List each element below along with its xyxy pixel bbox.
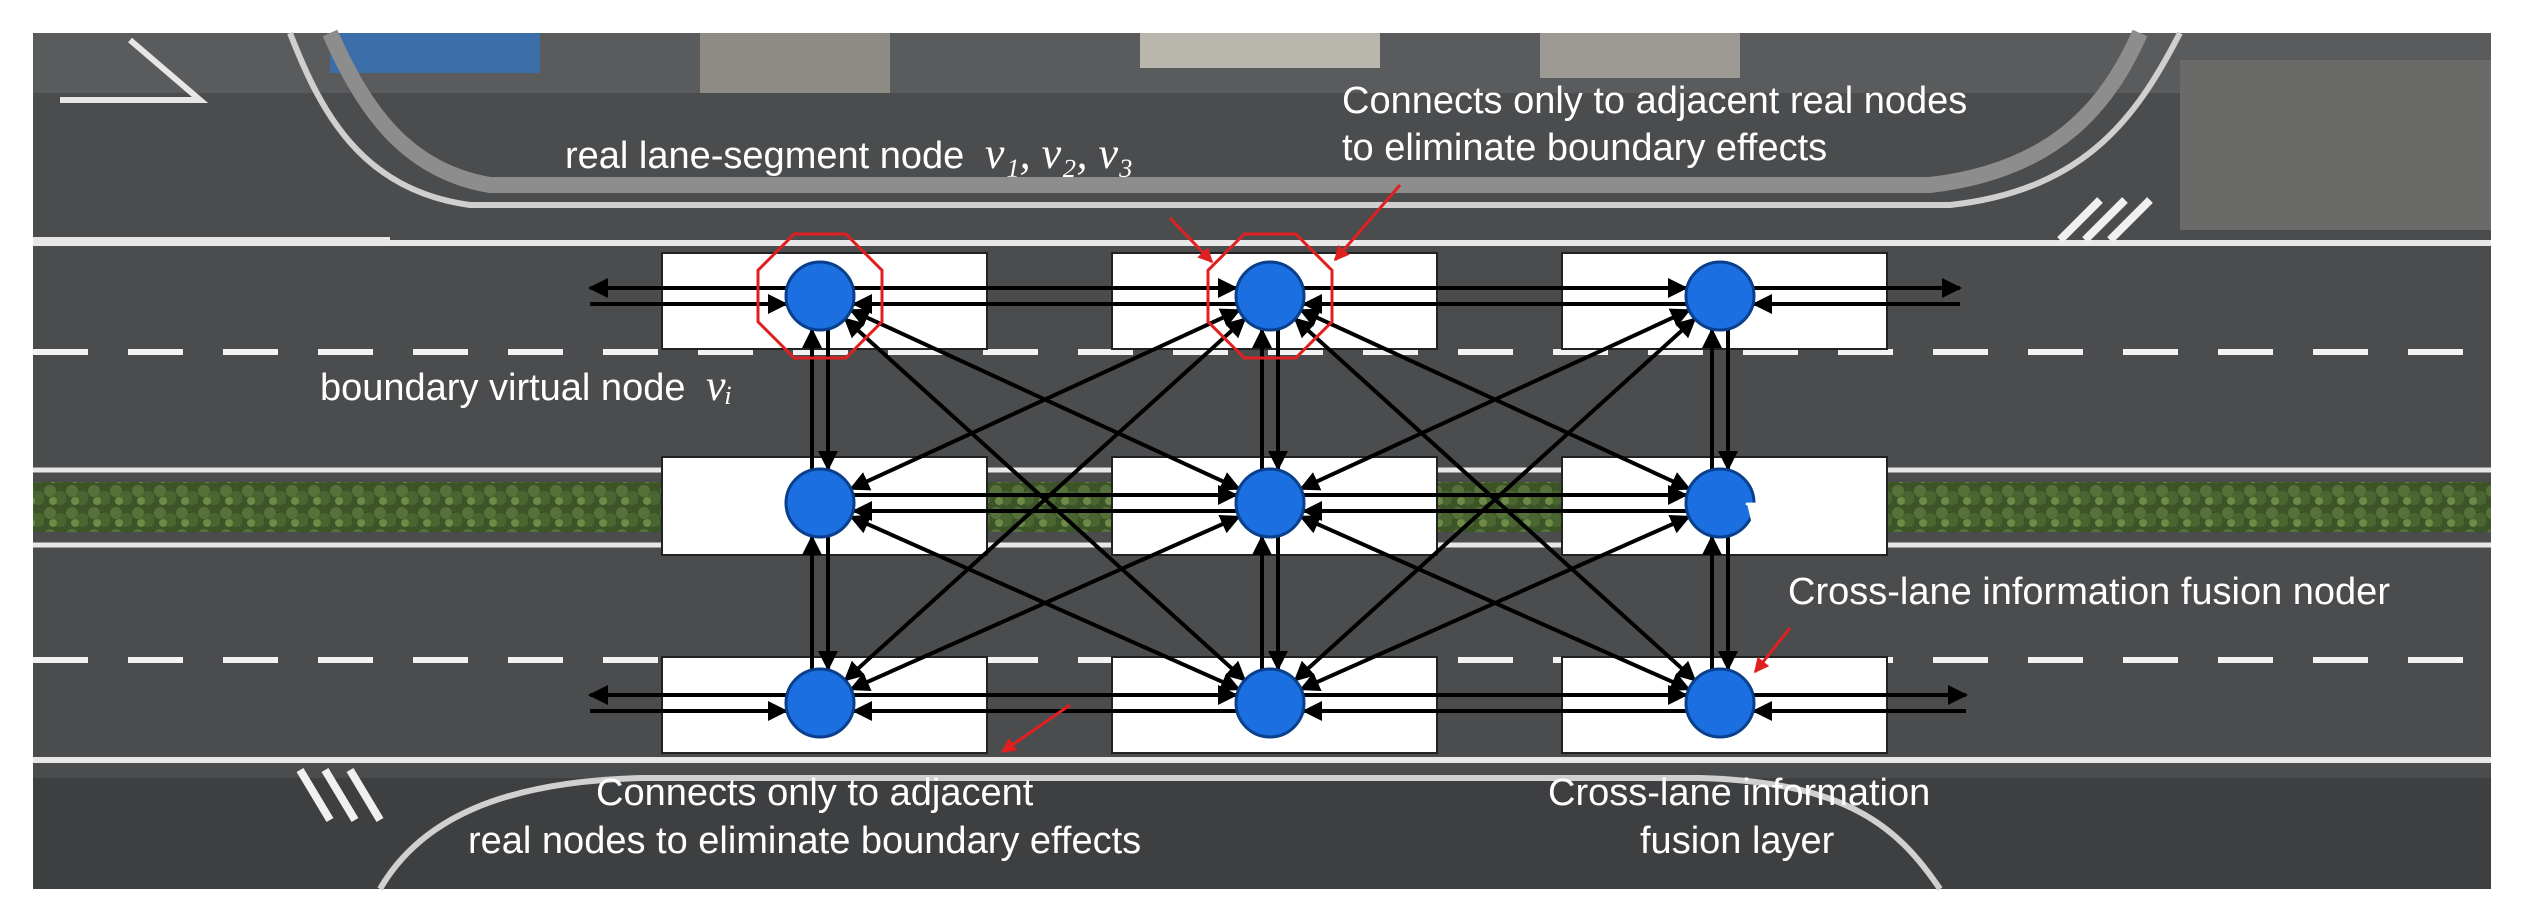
crosswalk-bottom-left xyxy=(296,767,384,823)
curved-ramp-bottom xyxy=(377,775,1943,891)
parking-lot xyxy=(2180,60,2491,230)
label-real-node-text: real lane-segment node xyxy=(565,135,964,177)
building-roof xyxy=(1140,33,1380,68)
red-pointers xyxy=(1000,184,1792,754)
graph-node-r0c2 xyxy=(1684,260,1756,332)
highlight-octagon xyxy=(756,232,884,360)
highlight-octagons xyxy=(756,232,1334,360)
highlight-octagon xyxy=(1206,232,1334,360)
pointer-to-bottom-gap xyxy=(1000,703,1071,754)
graph-node-r2c2 xyxy=(1684,667,1756,739)
graph-node-r2c0 xyxy=(784,667,856,739)
label-va-main: v xyxy=(1745,475,1774,546)
label-top-right-line1: Connects only to adjacent real nodes xyxy=(1342,80,1967,122)
curved-ramp-top xyxy=(287,31,2183,208)
label-bottom-right-line2: fusion layer xyxy=(1640,820,1835,862)
building-roof xyxy=(330,33,540,73)
edge-diagonal-long xyxy=(1293,317,1697,682)
bottom-area xyxy=(33,778,2491,889)
label-real-node: real lane-segment node v₁, v₂, v₃ xyxy=(565,129,1133,178)
label-top-right-line2: to eliminate boundary effects xyxy=(1342,127,1827,169)
turn-lane-marking xyxy=(60,37,209,103)
graph-node-r0c1 xyxy=(1234,260,1306,332)
label-va-sub: A xyxy=(1787,512,1813,552)
label-bottom-left-line1: Connects only to adjacent xyxy=(596,772,1034,814)
label-bottom-right-line1: Cross-lane information xyxy=(1548,772,1930,814)
label-fusion-node: Cross-lane information fusion noder xyxy=(1788,571,2390,613)
edge-diagonal-long xyxy=(843,317,1247,682)
graph-node-r2c1 xyxy=(1234,667,1306,739)
label-boundary-node-text: boundary virtual node xyxy=(320,367,685,409)
label-boundary-node: boundary virtual node vᵢ xyxy=(320,361,733,410)
label-va: v A xyxy=(1745,475,1813,552)
graph-node-r0c0 xyxy=(784,260,856,332)
pointer-to-node-v2-right xyxy=(1333,184,1402,262)
annotation-labels: real lane-segment node v₁, v₂, v₃ Connec… xyxy=(320,80,2390,862)
graph-node-r1c0 xyxy=(784,467,856,539)
graph-node-r1c1 xyxy=(1234,467,1306,539)
curved-ramp-top-inner xyxy=(322,29,2148,193)
pointer-to-node-v2-left xyxy=(1168,216,1214,264)
graph-edges xyxy=(588,278,1968,721)
building-roof xyxy=(700,33,890,93)
graph-node-r1c2 xyxy=(1684,467,1756,539)
label-boundary-node-math: vᵢ xyxy=(706,361,733,410)
label-real-node-math: v₁, v₂, v₃ xyxy=(985,129,1133,178)
graph-nodes xyxy=(784,260,1756,739)
label-bottom-left-line2: real nodes to eliminate boundary effects xyxy=(468,820,1141,862)
pointer-to-fusion-node xyxy=(1753,627,1792,674)
building-roof xyxy=(1540,33,1740,78)
crosswalk-top-right xyxy=(2057,197,2153,243)
